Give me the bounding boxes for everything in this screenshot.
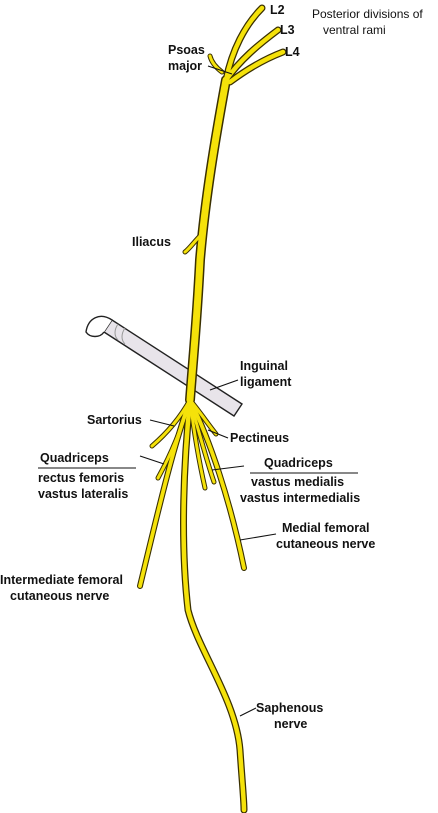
saphenous-label-2: nerve [274,717,307,731]
quadriceps-right-line1: vastus medialis [251,475,344,489]
quadriceps-right-title: Quadriceps [264,456,333,470]
psoas-leader [207,65,233,75]
quadriceps-right-leader [211,465,245,471]
l2-label: L2 [270,3,285,17]
iliacus-label: Iliacus [132,235,171,249]
quadriceps-right-line2: vastus intermedialis [240,491,360,505]
quadriceps-left-line1: rectus femoris [38,471,124,485]
inguinal-label-2: ligament [240,375,292,389]
quadriceps-left-title: Quadriceps [40,451,109,465]
posterior-divisions-label: Posterior divisions of [312,7,423,21]
inguinal-leader [209,379,239,391]
sartorius-label: Sartorius [87,413,142,427]
saphenous-leader [239,707,257,717]
intermediate-femoral-label-2: cutaneous nerve [10,589,109,603]
psoas-label: Psoas [168,43,205,57]
medial-femoral-label: Medial femoral [282,521,370,535]
l4-label: L4 [285,45,300,59]
intermediate-femoral-label: Intermediate femoral [0,573,123,587]
medial-leader [239,533,277,541]
quadriceps-left-leader [139,455,165,465]
psoas-label-2: major [168,59,202,73]
pectineus-label: Pectineus [230,431,289,445]
quadriceps-left-line2: vastus lateralis [38,487,128,501]
l3-label: L3 [280,23,295,37]
inguinal-label: Inguinal [240,359,288,373]
inguinal-ligament [85,315,243,417]
femoral-nerve [137,4,287,813]
medial-femoral-label-2: cutaneous nerve [276,537,375,551]
sartorius-leader [149,419,175,427]
saphenous-label: Saphenous [256,701,323,715]
posterior-divisions-label-2: ventral rami [323,23,386,37]
pectineus-leader [207,429,229,439]
